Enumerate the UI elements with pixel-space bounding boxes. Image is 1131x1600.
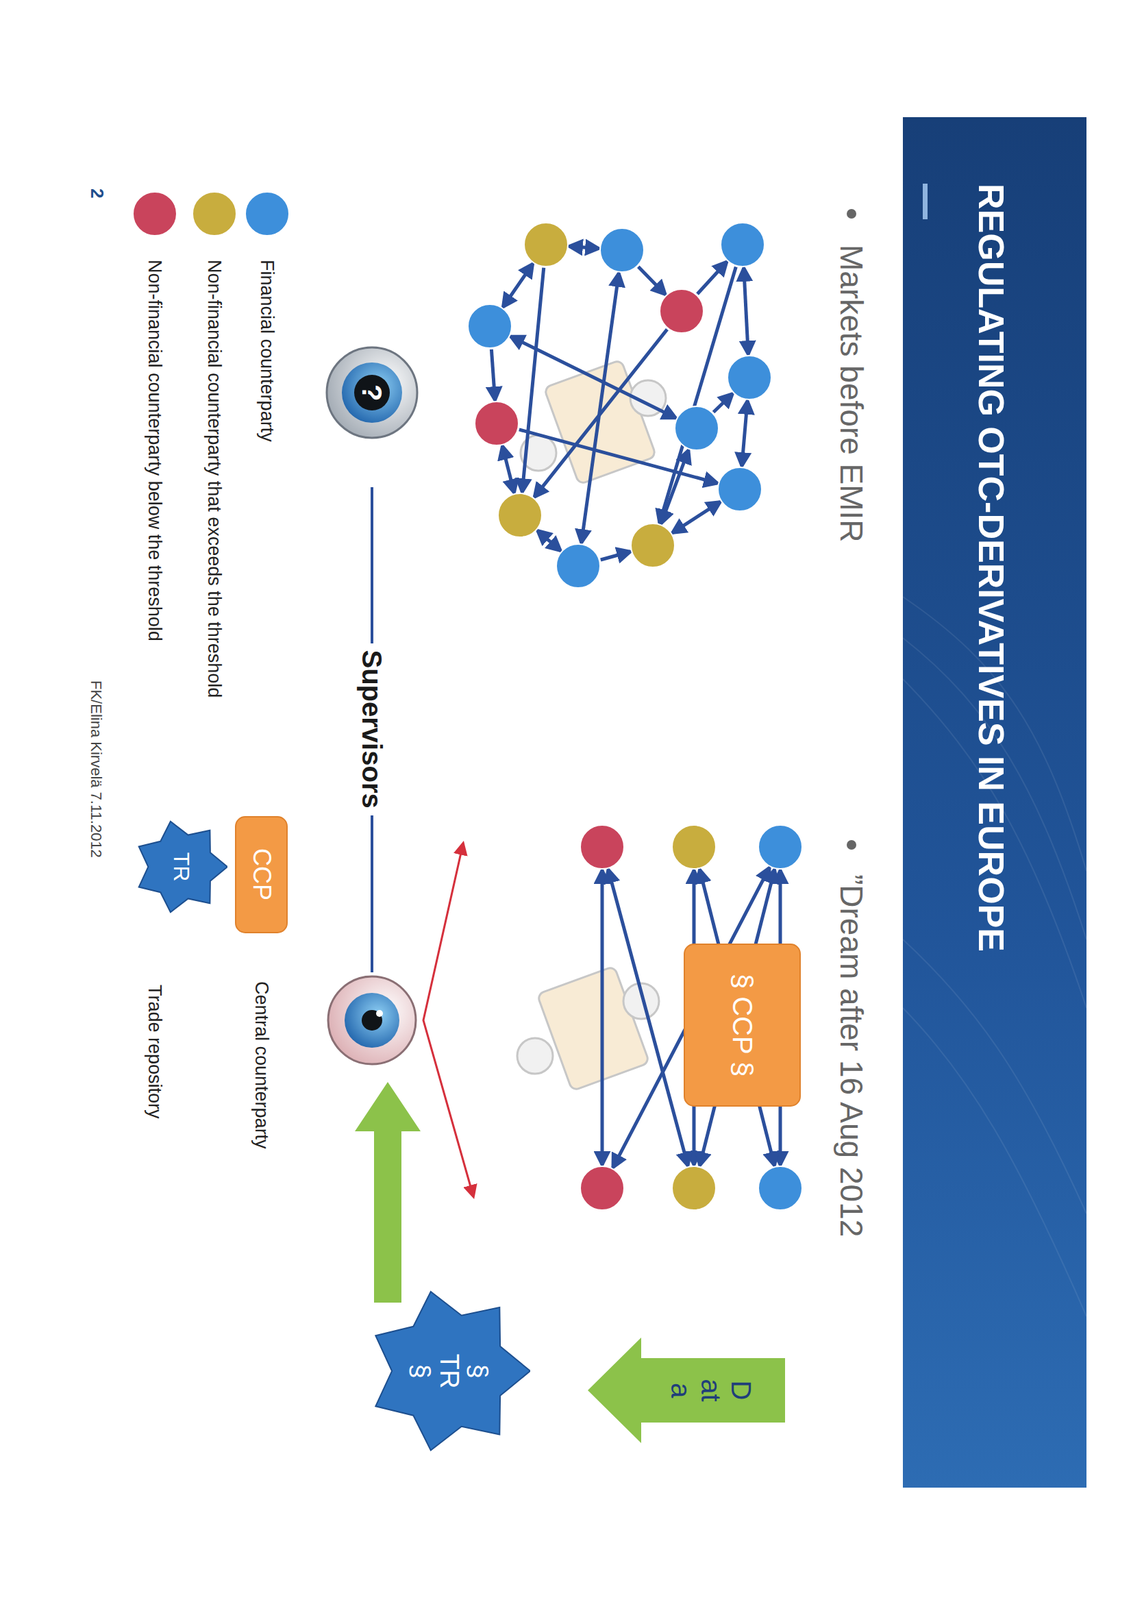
legend-text: Financial counterparty (256, 259, 278, 442)
counterparty-dot (600, 228, 644, 272)
counterparty-dot (674, 406, 719, 451)
counterparty-dot (556, 543, 601, 588)
legend-text: Central counterparty (250, 980, 272, 1149)
counterparty-dot (717, 467, 762, 512)
legend-swatch (132, 191, 177, 236)
counterparty-dot (727, 355, 772, 400)
ccp-box: § CCP § (684, 943, 802, 1107)
counterparty-dot (474, 401, 519, 446)
counterparty-dot (524, 222, 568, 267)
slide-title: REGULATING OTC-DERIVATIVES IN EUROPE (970, 183, 1012, 952)
footer-text: FK/Elina Kirvelä 7.11.2012 (87, 680, 105, 858)
arrow (569, 245, 599, 248)
bullet (846, 208, 857, 219)
arrow (534, 329, 668, 498)
counterparty-dot (630, 523, 675, 568)
bullet-heading: ”Dream after 16 Aug 2012 (833, 874, 870, 1237)
arrow (600, 870, 605, 1165)
legend-swatch (192, 191, 237, 236)
title-accent (922, 183, 928, 220)
counterparty-dot (672, 824, 716, 869)
arrow (697, 261, 727, 294)
arrow (741, 400, 748, 466)
page-number: 2 (86, 188, 107, 198)
green-arrow (354, 1081, 421, 1303)
legend-text: Non-financial counterparty below the thr… (143, 259, 166, 642)
legend-text: Non-financial counterparty that exceeds … (203, 259, 225, 698)
counterparty-dot (720, 222, 765, 267)
counterparty-dot (758, 1165, 803, 1210)
node-label: TR (168, 852, 193, 882)
counterparty-dot (467, 304, 512, 348)
node-label: CCP (247, 848, 276, 901)
slide: REGULATING OTC-DERIVATIVES IN EUROPE Mark… (58, 117, 1087, 1488)
box-outline (236, 816, 288, 933)
counterparty-dot (758, 824, 803, 869)
legend-swatch (245, 191, 290, 236)
red-arrow (423, 843, 474, 1197)
arrow (581, 273, 620, 544)
arrow (491, 349, 495, 401)
arrow (502, 263, 533, 307)
eye-icon (326, 347, 418, 438)
tr-legend-star: TR (134, 819, 228, 914)
question-mark: ? (356, 384, 388, 401)
data-label: Data (665, 1376, 757, 1404)
arrow (537, 530, 562, 551)
arrow (608, 869, 688, 1166)
arrow (713, 393, 733, 413)
bullet (846, 839, 857, 850)
counterparty-dot (498, 493, 542, 538)
arrow (522, 267, 544, 492)
counterparty-dot (580, 824, 625, 869)
ccp-legend-box: CCP (235, 815, 289, 934)
arrow (638, 266, 666, 294)
data-arrow (587, 1337, 786, 1443)
arrow (600, 551, 631, 560)
legend-text: Trade repository (143, 984, 166, 1119)
box-outline (685, 943, 801, 1106)
tr-star: § TR § (367, 1289, 531, 1453)
star-outline (139, 821, 228, 913)
counterparty-dot (659, 289, 704, 333)
arrow (743, 267, 749, 355)
supervisors-label: Supervisors (354, 643, 390, 816)
arrow (502, 445, 514, 493)
eye-icon (328, 976, 416, 1064)
arrow (661, 450, 689, 524)
arrow (510, 336, 676, 418)
network (467, 222, 803, 1210)
star-outline (375, 1291, 531, 1451)
title-band (902, 117, 1087, 1488)
bullet-heading: Markets before EMIR (833, 244, 870, 543)
node-label: § CCP § (727, 973, 758, 1077)
counterparty-dot (580, 1165, 625, 1210)
arrow (672, 501, 721, 533)
node-label: § TR § (405, 1353, 492, 1389)
counterparty-dot (672, 1165, 716, 1210)
